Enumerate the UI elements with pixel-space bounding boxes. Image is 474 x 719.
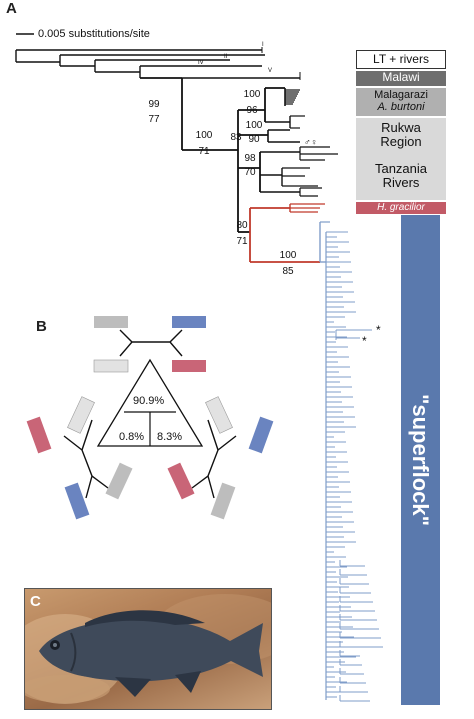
topology-box-grey (94, 316, 128, 328)
fish-illustration (25, 594, 271, 704)
topology-box-red (172, 360, 206, 372)
topology-box-red (167, 462, 195, 500)
topology-box-light (205, 396, 233, 434)
legend-tanzania-label: Tanzania Rivers (374, 160, 428, 190)
legend-rukwa-tanzania: Rukwa Region Tanzania Rivers (356, 118, 446, 200)
bootstrap-label: 90 (248, 134, 260, 145)
legend-rukwa-label: Rukwa Region (380, 120, 422, 150)
bootstrap-label: 96 (246, 105, 258, 116)
bootstrap-label: 100 (280, 250, 297, 261)
legend-malagarazi: Malagarazi A. burtoni (356, 88, 446, 116)
asterisk-mark: * (362, 334, 367, 348)
legend-gracilior-label: H. gracilior (377, 202, 425, 213)
bootstrap-label: 80 (236, 220, 248, 231)
bootstrap-label: 99 (148, 99, 160, 110)
topology-box-red (26, 416, 52, 454)
legend-lt-rivers: LT + rivers (356, 50, 446, 69)
legend-malawi-label: Malawi (382, 70, 420, 84)
panel-b-label: B (36, 318, 47, 335)
superflock-bar (401, 215, 440, 705)
topology-box-light (93, 359, 129, 373)
topology-center-value: 90.9% (133, 395, 165, 407)
topology-box-grey (105, 462, 133, 500)
panel-a-label: A (6, 0, 17, 17)
bootstrap-label: 83 (230, 132, 242, 143)
scale-bar-label: 0.005 substitutions/site (38, 28, 150, 40)
bootstrap-label: 77 (148, 114, 160, 125)
legend-lt-rivers-label: LT + rivers (373, 52, 429, 66)
topology-box-blue (172, 316, 206, 328)
legend-gracilior: H. gracilior (356, 202, 446, 214)
bootstrap-label: 85 (282, 266, 294, 277)
roman-label-ii: II (224, 54, 228, 60)
topology-tree-left (63, 419, 109, 499)
bootstrap-label: 71 (198, 146, 210, 157)
legend-burtoni-label: A. burtoni (377, 101, 425, 114)
topology-right-value: 8.3% (157, 431, 183, 443)
bootstrap-label: 100 (196, 130, 213, 141)
sex-symbols: ♂♀ (304, 137, 318, 147)
bootstrap-label: 71 (236, 236, 248, 247)
bootstrap-label: 70 (244, 167, 256, 178)
topology-tree-top (119, 329, 183, 357)
topology-tree-right (191, 419, 237, 499)
topology-box-light (67, 396, 95, 434)
topology-left-value: 0.8% (119, 431, 145, 443)
topology-box-grey (210, 482, 236, 520)
roman-label-v: V (268, 68, 272, 74)
legend-malawi: Malawi (356, 70, 446, 86)
bootstrap-label: 98 (244, 153, 256, 164)
panel-c-label: C (30, 593, 41, 610)
fish-photo (24, 588, 272, 710)
bootstrap-label: 100 (246, 120, 263, 131)
legend-malagarazi-label: Malagarazi (374, 89, 428, 101)
asterisk-mark: * (376, 323, 381, 337)
bootstrap-label: 100 (244, 89, 261, 100)
topology-box-blue (248, 416, 274, 454)
roman-label-iv: IV (198, 60, 204, 66)
roman-label-i: I (262, 42, 264, 48)
topology-box-blue (64, 482, 90, 520)
